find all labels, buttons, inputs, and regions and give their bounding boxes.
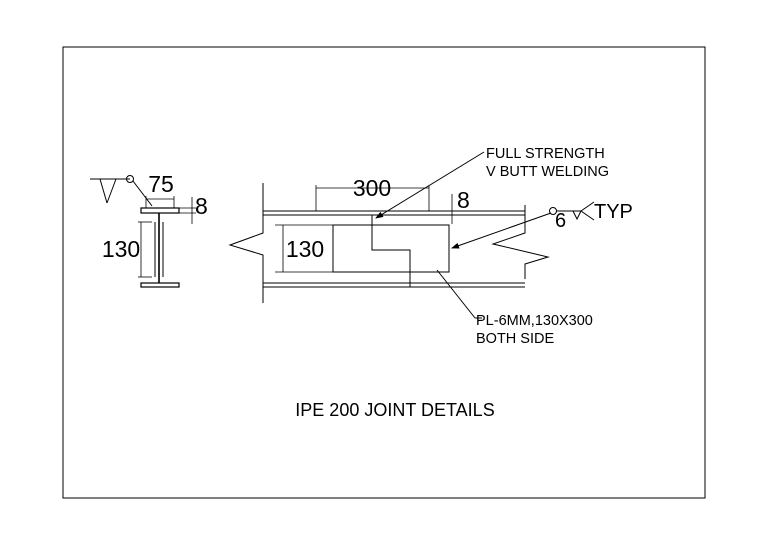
dim-flange-thickness: 8: [179, 193, 208, 224]
drawing-title: IPE 200 JOINT DETAILS: [295, 400, 494, 420]
dim-elev-thickness-label: 8: [457, 187, 470, 213]
butt-weld-note-line1: FULL STRENGTH: [486, 146, 605, 162]
splice-plate: [332, 224, 450, 273]
butt-weld-leader: FULL STRENGTH V BUTT WELDING: [375, 146, 609, 219]
section-weld-symbol: [90, 175, 153, 207]
section-view: 75 8 130: [90, 171, 208, 288]
dim-section-height: 130: [102, 221, 152, 278]
dim-elev-height: 130: [275, 224, 333, 273]
butt-weld-cut-line: [371, 215, 411, 287]
dim-plate-length-label: 300: [353, 175, 391, 201]
plate-note-line1: PL-6MM,130X300: [476, 313, 593, 329]
plate-note-line2: BOTH SIDE: [476, 331, 554, 347]
drawing-frame: [62, 46, 706, 499]
butt-weld-note-line2: V BUTT WELDING: [486, 164, 609, 180]
fillet-weld-leader: 6 TYP: [451, 201, 633, 249]
left-break-line: [228, 183, 264, 303]
section-top-flange: [140, 207, 180, 214]
dim-elev-height-label: 130: [286, 236, 324, 262]
fillet-weld-size-label: 6: [555, 210, 566, 232]
elevation-view: 300 8 130 FULL STRENGTH V BUTT WELDING: [228, 146, 633, 347]
dim-section-height-label: 130: [102, 236, 140, 262]
dim-flange-width-label: 75: [148, 171, 174, 197]
dim-plate-length: 300: [315, 175, 430, 211]
right-break-line: [491, 205, 550, 279]
dim-section-thickness-label: 8: [195, 193, 208, 219]
plate-leader: PL-6MM,130X300 BOTH SIDE: [436, 269, 593, 347]
dim-elev-thickness: 8: [451, 187, 470, 224]
fillet-weld-typ-label: TYP: [594, 201, 633, 223]
dim-flange-width: 75: [145, 171, 175, 208]
section-bottom-flange: [140, 282, 180, 288]
